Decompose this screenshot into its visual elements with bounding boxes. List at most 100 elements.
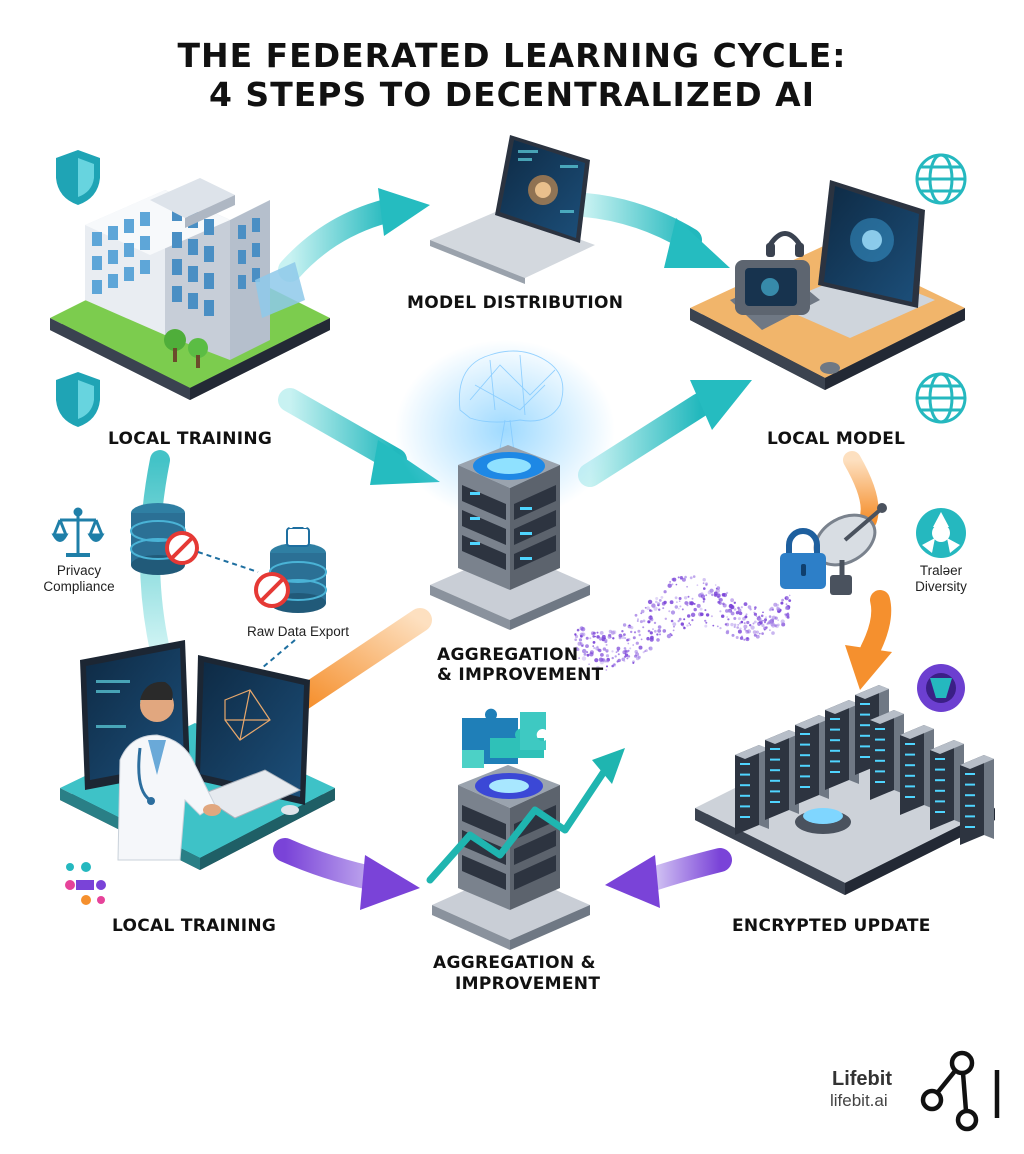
particle — [574, 634, 579, 639]
particle — [640, 638, 643, 641]
label-compliance: Compliance — [43, 579, 115, 594]
rack-led — [875, 738, 885, 741]
particle — [773, 602, 778, 607]
particle — [652, 628, 654, 630]
server-rack — [930, 740, 964, 830]
label-privacy: Privacy — [56, 563, 102, 578]
encrypted-particle-stream — [574, 575, 792, 671]
particle — [743, 622, 746, 625]
particle — [621, 630, 624, 633]
particle — [648, 646, 653, 651]
particle — [658, 608, 661, 611]
dashed-link — [197, 551, 259, 573]
lock-icon-blue — [780, 528, 826, 589]
rack-led — [935, 758, 945, 760]
particle — [580, 627, 586, 632]
particle — [614, 655, 617, 658]
brand-url: lifebit.ai — [830, 1091, 888, 1110]
particle — [753, 633, 757, 637]
particle — [707, 590, 712, 595]
particle — [743, 602, 748, 606]
particle — [704, 609, 707, 612]
particle — [653, 621, 657, 625]
particle — [717, 596, 720, 599]
particle — [710, 615, 713, 618]
particle — [774, 624, 778, 627]
label-aggregation-center-2: & IMPROVEMENT — [437, 665, 604, 685]
particle — [638, 633, 641, 637]
particle — [689, 601, 695, 606]
particle — [655, 597, 659, 600]
label-trader-diversity: Traləer Diversity — [898, 563, 984, 595]
particle — [637, 618, 639, 621]
particle — [788, 599, 792, 602]
server-rack — [900, 725, 934, 815]
rack-led — [740, 816, 750, 818]
particle — [592, 641, 596, 644]
particle — [749, 624, 752, 627]
particle — [576, 628, 580, 632]
particle — [617, 653, 620, 656]
particle — [644, 650, 647, 653]
rack-led — [965, 783, 975, 786]
particle — [709, 588, 714, 593]
particle — [739, 636, 744, 640]
particle — [655, 600, 658, 604]
particle — [735, 611, 740, 615]
particle — [771, 608, 775, 611]
particle — [574, 638, 577, 641]
particle — [630, 630, 633, 634]
particle — [615, 651, 618, 653]
particle — [632, 662, 635, 664]
particle — [769, 629, 771, 631]
particle — [722, 592, 728, 598]
particle — [624, 653, 629, 657]
particle — [683, 618, 686, 621]
scales-icon — [51, 507, 105, 557]
particle — [668, 610, 671, 613]
particle — [624, 637, 627, 640]
particle — [743, 628, 747, 631]
particle — [642, 651, 645, 654]
purple-globe-icon — [917, 664, 965, 712]
particle — [634, 650, 638, 654]
arrow-building-to-laptop — [278, 188, 430, 282]
particle — [673, 625, 675, 628]
particle — [608, 629, 613, 634]
particle — [605, 643, 608, 646]
particle — [761, 623, 765, 628]
label-local-training-bottom: LOCAL TRAINING — [112, 916, 277, 936]
label-privacy-compliance: Privacy Compliance — [34, 563, 124, 595]
particle — [716, 586, 721, 590]
rack-led — [905, 785, 915, 788]
particle — [674, 605, 678, 609]
particle — [678, 600, 681, 602]
database-blocked-left — [130, 503, 199, 575]
server-rack — [765, 730, 799, 820]
particle — [745, 630, 750, 634]
particle — [745, 637, 750, 642]
particle — [731, 633, 735, 637]
rack-led — [905, 774, 915, 777]
particle — [785, 603, 788, 606]
particle — [681, 577, 686, 582]
particle — [605, 650, 609, 653]
particle — [574, 633, 577, 636]
particle — [663, 590, 667, 594]
particle — [583, 653, 587, 656]
label-diversity: Diversity — [915, 579, 967, 594]
particle — [646, 637, 650, 641]
particle — [646, 606, 650, 610]
particle — [672, 629, 675, 632]
rack-led — [905, 743, 915, 745]
particle — [756, 616, 761, 621]
label-trader: Traləer — [919, 563, 963, 578]
particle — [776, 603, 780, 607]
particle — [627, 649, 630, 652]
particle — [730, 611, 735, 616]
particle — [693, 607, 697, 612]
particle — [785, 613, 790, 617]
particle — [662, 607, 665, 610]
rack-led — [935, 779, 945, 782]
rack-led — [800, 743, 810, 746]
